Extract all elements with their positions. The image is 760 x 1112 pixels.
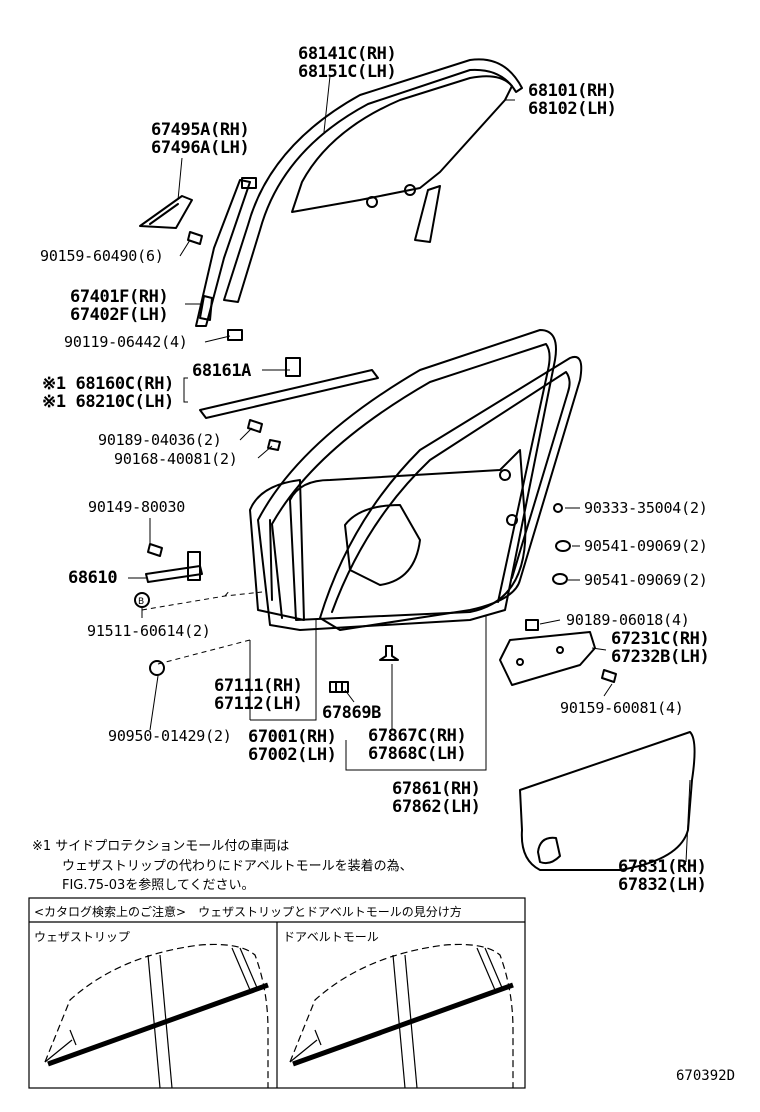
callout-b: B [138,597,144,607]
window-glass [291,75,513,213]
label-68610: 68610 [68,568,118,588]
legend-right-caption: ドアベルトモール [283,930,379,944]
label-67867: 67867C(RH)67868C(LH) [368,726,467,764]
label-67231: 67231C(RH)67232B(LH) [611,629,710,667]
belt-weatherstrip [199,369,379,419]
label-90189-04036: 90189-04036(2) [98,431,222,449]
door-hinge [499,631,596,686]
label-90159-60490: 90159-60490(6) [40,247,164,265]
note-line-3: FIG.75-03を参照してください。 [62,878,255,893]
diagram-code: 670392D [676,1068,736,1084]
door-inner-panel [249,479,305,621]
label-91511: 91511-60614(2) [87,622,211,640]
legend-left-caption: ウェザストリップ [34,930,130,944]
label-67495: 67495A(RH)67496A(LH) [151,120,250,158]
label-90541-a: 90541-09069(2) [584,537,708,555]
door-sash [195,179,251,327]
label-67861: 67861(RH)67862(LH) [392,779,481,817]
label-90189-06018: 90189-06018(4) [566,611,690,629]
label-90333: 90333-35004(2) [584,499,708,517]
note-line-1: ※1 サイドプロテクションモール付の車両は [32,839,290,854]
label-67111: 67111(RH)67112(LH) [214,676,303,714]
screws [147,231,617,693]
label-67401: 67401F(RH)67402F(LH) [70,287,169,325]
mirror-cover [139,195,193,229]
label-90149: 90149-80030 [88,498,186,516]
label-68160: ※1 68160C(RH)※1 68210C(LH) [42,374,174,412]
run-channel [223,58,523,303]
legend-right-car [289,943,514,1088]
label-90159-60081: 90159-60081(4) [560,699,684,717]
door-check [145,565,203,583]
label-90541-b: 90541-09069(2) [584,571,708,589]
label-68161: 68161A [192,361,252,381]
legend-right-molding [292,982,514,1067]
label-67001: 67001(RH)67002(LH) [248,727,337,765]
label-90168: 90168-40081(2) [114,450,238,468]
legend-left-strip [47,982,269,1067]
label-67831: 67831(RH)67832(LH) [618,857,707,895]
legend-title: <カタログ検索上のご注意> ウェザストリップとドアベルトモールの見分け方 [34,905,462,919]
label-90950: 90950-01429(2) [108,727,232,745]
label-67869: 67869B [322,703,382,723]
legend-left-car [44,943,269,1088]
door-frame [289,449,527,621]
label-68101: 68101(RH)68102(LH) [528,81,617,119]
note-line-2: ウェザストリップの代わりにドアベルトモールを装着の為、 [62,859,413,874]
label-90119: 90119-06442(4) [64,333,188,351]
door-outer-panel [519,731,696,871]
label-68141: 68141C(RH)68151C(LH) [298,44,397,82]
